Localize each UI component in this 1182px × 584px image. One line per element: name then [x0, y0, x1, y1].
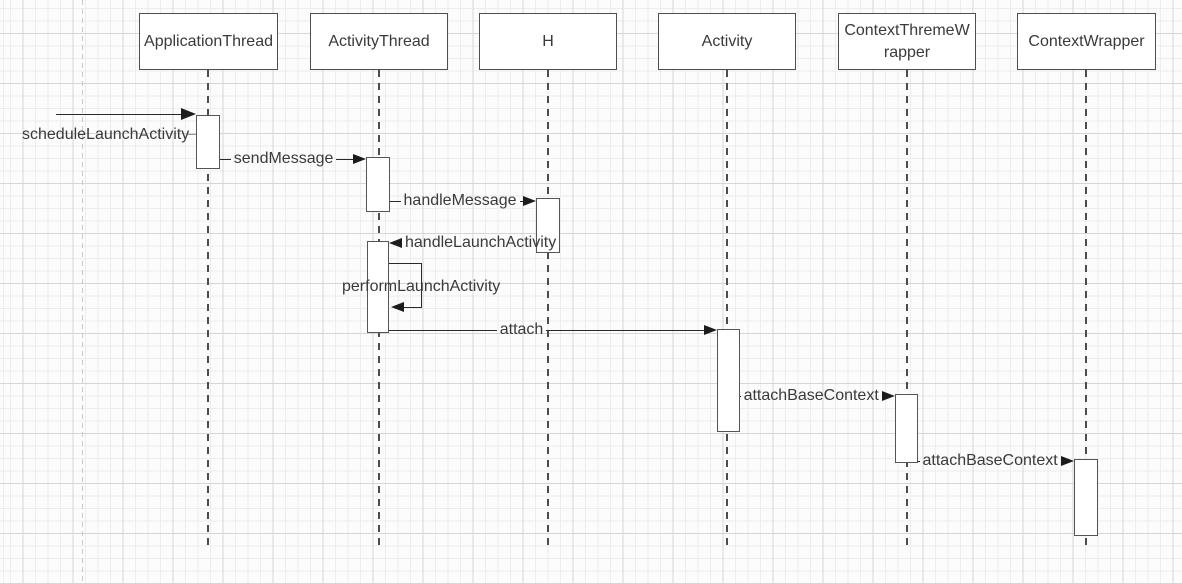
activation-h-1[interactable] — [536, 198, 560, 253]
message-line — [56, 113, 181, 115]
message-line — [918, 460, 920, 462]
lifeline-activity[interactable] — [726, 70, 728, 546]
message-attach-base-context-2[interactable]: attachBaseContext — [918, 451, 1074, 471]
activation-context-wrapper-1[interactable] — [1074, 459, 1098, 536]
message-label[interactable]: attachBaseContext — [922, 452, 1058, 469]
message-line — [390, 200, 401, 202]
message-attach[interactable]: attach — [389, 320, 717, 340]
message-line — [519, 200, 524, 202]
message-line — [389, 329, 497, 331]
message-label[interactable]: performLaunchActivity — [342, 278, 501, 295]
message-line — [220, 158, 231, 160]
lifeline-application-thread[interactable] — [207, 70, 209, 546]
arrowhead-right-icon — [1061, 456, 1074, 466]
self-message-top-line — [389, 263, 422, 264]
message-send-message[interactable]: sendMessage — [220, 149, 366, 169]
activation-activity-thread-2[interactable] — [367, 241, 389, 333]
message-label[interactable]: scheduleLaunchActivity — [22, 126, 190, 143]
message-label[interactable]: attach — [499, 321, 544, 338]
message-line — [336, 158, 353, 160]
activation-activity-1[interactable] — [717, 329, 740, 432]
actor-context-wrapper[interactable]: ContextWrapper — [1017, 13, 1156, 70]
message-label[interactable]: handleMessage — [403, 192, 517, 209]
arrowhead-right-icon — [523, 196, 537, 206]
message-schedule-launch-activity[interactable] — [56, 104, 196, 124]
page-boundary-guide — [82, 0, 83, 584]
lifeline-context-wrapper[interactable] — [1085, 70, 1087, 546]
message-label[interactable]: handleLaunchActivity — [405, 234, 557, 251]
activation-context-threme-wrapper-1[interactable] — [895, 394, 918, 463]
message-handle-message[interactable]: handleMessage — [390, 191, 537, 211]
arrowhead-right-icon — [181, 108, 196, 120]
arrowhead-right-icon — [882, 391, 895, 401]
lifeline-h[interactable] — [547, 70, 549, 546]
message-line — [740, 395, 741, 397]
activation-activity-thread-1[interactable] — [366, 157, 390, 212]
actor-context-threme-wrapper[interactable]: ContextThremeW rapper — [838, 13, 976, 70]
self-message-bottom-line — [403, 307, 422, 308]
arrowhead-right-icon — [353, 154, 366, 164]
actor-application-thread[interactable]: ApplicationThread — [139, 13, 278, 70]
actor-activity-thread[interactable]: ActivityThread — [310, 13, 448, 70]
lifeline-context-threme-wrapper[interactable] — [906, 70, 908, 546]
actor-h[interactable]: H — [479, 13, 617, 70]
arrowhead-left-icon — [391, 302, 404, 312]
message-line — [546, 329, 704, 331]
message-handle-launch-activity[interactable]: handleLaunchActivity — [389, 233, 556, 253]
self-message-right-line — [421, 263, 422, 307]
arrowhead-left-icon — [389, 238, 402, 248]
arrowhead-right-icon — [704, 325, 717, 335]
activation-application-thread-1[interactable] — [196, 115, 220, 169]
message-label[interactable]: sendMessage — [233, 150, 334, 167]
message-label-connector — [187, 134, 196, 135]
message-attach-base-context-1[interactable]: attachBaseContext — [740, 386, 895, 406]
message-label[interactable]: attachBaseContext — [743, 387, 879, 404]
actor-activity[interactable]: Activity — [658, 13, 796, 70]
